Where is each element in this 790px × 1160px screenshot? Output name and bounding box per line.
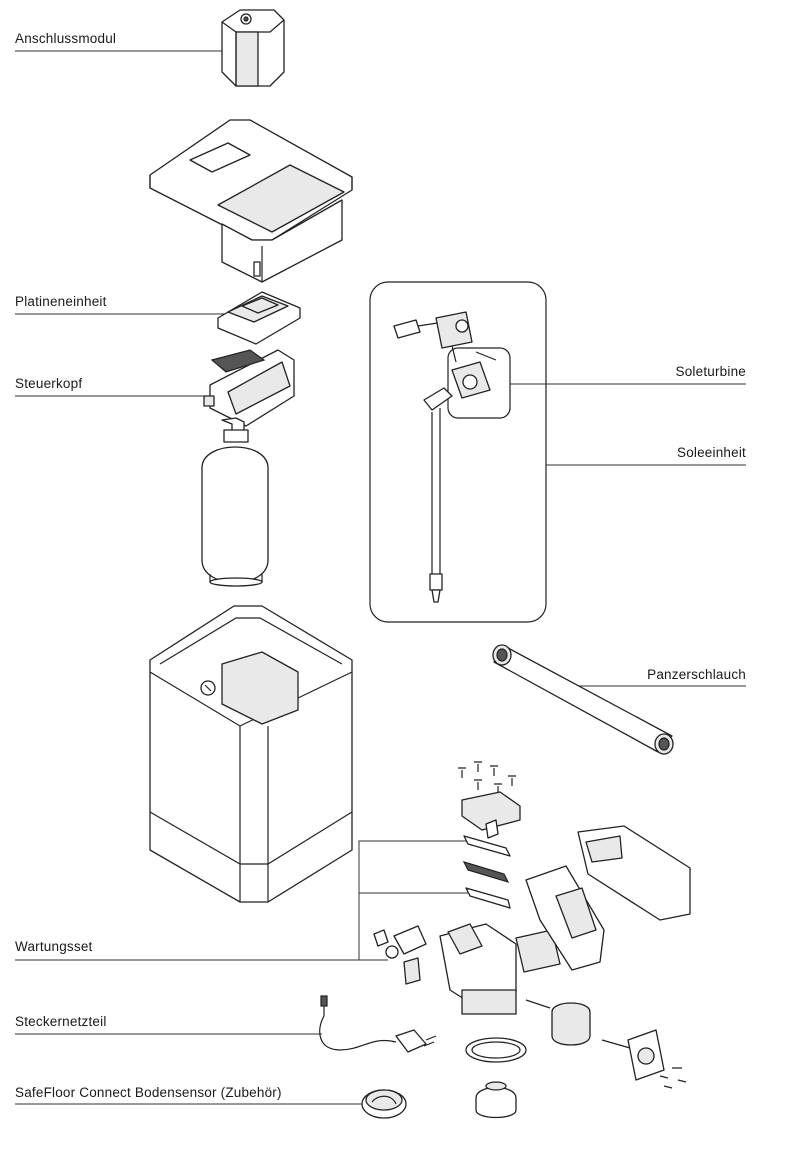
platineneinheit-part xyxy=(217,291,301,345)
label-wartungsset: Wartungsset xyxy=(15,939,93,954)
label-platineneinheit: Platineneinheit xyxy=(15,294,107,309)
label-panzerschlauch: Panzerschlauch xyxy=(647,667,746,682)
label-bodensensor: SafeFloor Connect Bodensensor (Zubehör) xyxy=(15,1085,282,1100)
soleeinheit-part xyxy=(369,281,547,623)
anschlussmodul-part xyxy=(221,9,285,87)
label-soleeinheit: Soleeinheit xyxy=(676,445,746,460)
steuerkopf-part xyxy=(203,349,295,435)
steckernetzteil-part xyxy=(319,995,437,1053)
leader-lines xyxy=(15,50,746,1105)
label-anschlussmodul: Anschlussmodul xyxy=(15,31,117,46)
label-steuerkopf: Steuerkopf xyxy=(15,376,83,391)
bodensensor-part xyxy=(361,1089,407,1119)
wartungsset-part xyxy=(373,761,691,1119)
lid-part xyxy=(149,119,353,283)
label-soleturbine: Soleturbine xyxy=(675,364,746,379)
brine-cabinet-part xyxy=(149,605,353,903)
label-steckernetzteil: Steckernetzteil xyxy=(15,1014,107,1029)
panzerschlauch-part xyxy=(492,644,674,755)
resin-tank-part xyxy=(201,429,269,587)
